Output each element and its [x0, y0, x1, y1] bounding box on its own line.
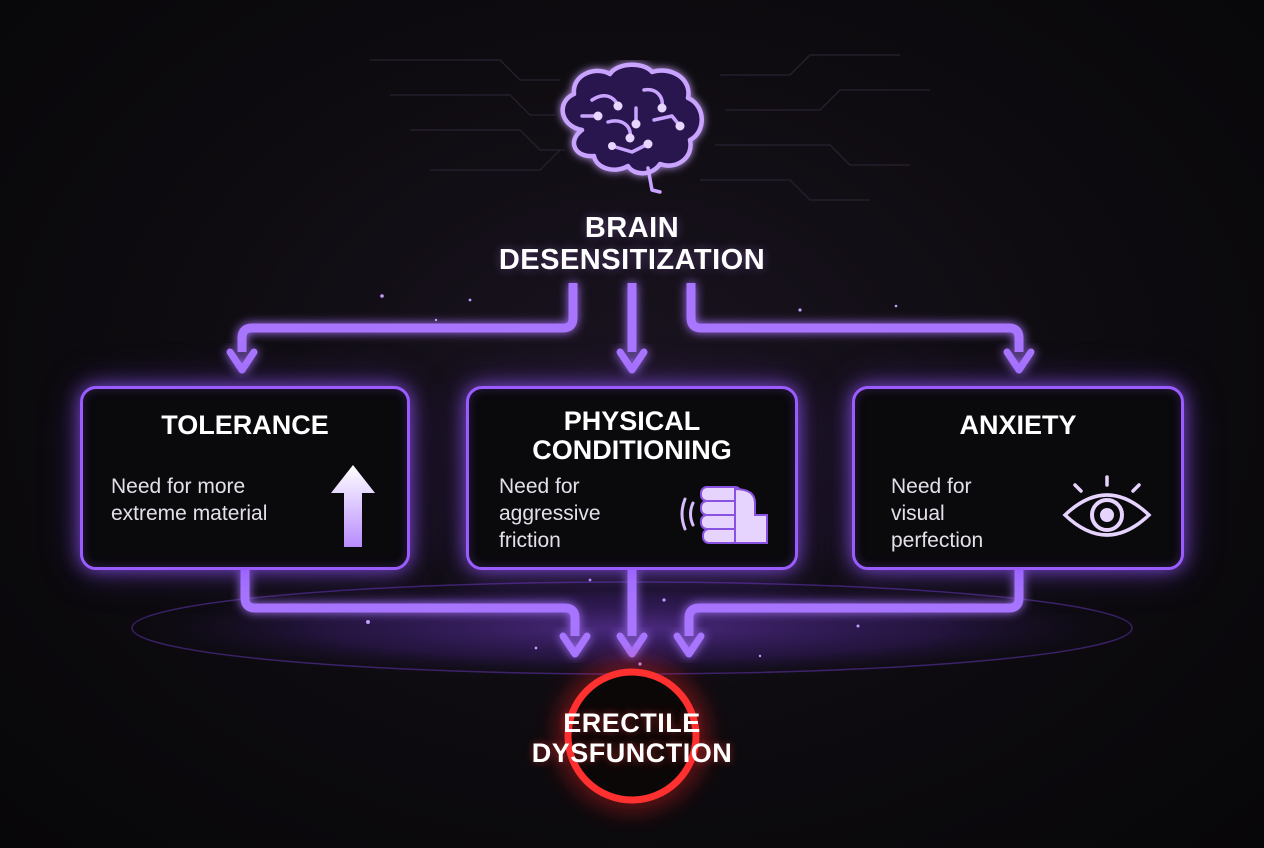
anxiety-text-line: Need for	[891, 475, 972, 498]
anxiety-text-line: visual	[891, 502, 945, 525]
erectile-dysfunction-ring	[564, 668, 700, 804]
fist-icon	[680, 486, 768, 544]
brain-title-line1: BRAIN	[584, 212, 680, 244]
erectile-dysfunction-title: ERECTILE DYSFUNCTION	[482, 708, 782, 768]
erectile-dysfunction-line2: DYSFUNCTION	[531, 738, 733, 768]
tolerance-text: Need for more extreme material	[111, 473, 267, 527]
tolerance-text-line: Need for more	[111, 475, 246, 498]
physical-conditioning-text-line: friction	[499, 529, 561, 552]
arrows-bottom	[240, 570, 1024, 636]
tolerance-title: TOLERANCE	[161, 410, 329, 440]
erectile-dysfunction-line1: ERECTILE	[563, 708, 701, 738]
eye-icon	[1062, 475, 1152, 537]
physical-conditioning-title-line2: CONDITIONING	[532, 435, 732, 465]
physical-conditioning-text-line: Need for	[499, 475, 580, 498]
physical-conditioning-title-line1: PHYSICAL	[563, 406, 701, 436]
anxiety-card: ANXIETY Need for visual perfection	[852, 386, 1184, 570]
arrow-up-icon	[331, 465, 375, 547]
anxiety-text: Need for visual perfection	[891, 473, 983, 554]
physical-conditioning-text-line: aggressive	[499, 502, 601, 525]
anxiety-title: ANXIETY	[959, 410, 1077, 440]
arrow-from-tolerance	[240, 570, 580, 636]
physical-conditioning-title: PHYSICAL CONDITIONING	[469, 407, 795, 465]
physical-conditioning-text: Need for aggressive friction	[499, 473, 601, 554]
circuit-lines	[370, 54, 930, 201]
brain-desensitization-title: BRAIN DESENSITIZATION	[432, 212, 832, 276]
arrow-from-anxiety	[684, 570, 1024, 636]
tolerance-text-line: extreme material	[111, 502, 268, 525]
arrow-to-tolerance	[237, 283, 578, 352]
arrow-to-anxiety	[686, 283, 1024, 352]
arrowheads-top	[226, 348, 1035, 374]
brain-circuit-icon	[560, 62, 704, 194]
anxiety-text-line: perfection	[891, 529, 984, 552]
arrowheads-bottom	[559, 632, 705, 658]
tolerance-card: TOLERANCE Need for more extreme material	[80, 386, 410, 570]
physical-conditioning-card: PHYSICAL CONDITIONING Need for aggressiv…	[466, 386, 798, 570]
arrows-top	[237, 283, 1024, 352]
brain-title-line2: DESENSITIZATION	[498, 244, 766, 276]
